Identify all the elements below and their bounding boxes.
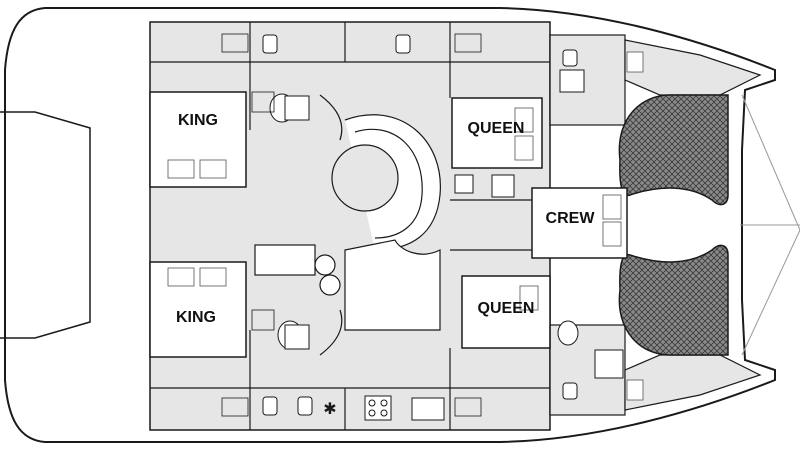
trampoline-net-lower (618, 244, 729, 356)
cabin-king-lower (149, 261, 247, 358)
svg-text:✱: ✱ (323, 401, 336, 418)
room-label-queen-upper: QUEEN (468, 120, 525, 137)
cabin-king-upper (149, 91, 247, 188)
showers (284, 69, 624, 379)
room-label-queen-lower: QUEEN (478, 300, 535, 317)
closets (221, 33, 482, 417)
interior-walls (150, 22, 551, 430)
saloon-seating (254, 94, 441, 356)
room-label-king-upper: KING (178, 112, 218, 129)
room-label-king-lower: KING (176, 309, 216, 326)
pillows (167, 51, 644, 401)
trampoline-net-upper (618, 94, 729, 206)
room-label-crew: CREW (546, 210, 596, 227)
cockpit-cutout (0, 111, 91, 339)
galley: ✱ (323, 395, 445, 421)
saloon-floor (149, 21, 551, 431)
